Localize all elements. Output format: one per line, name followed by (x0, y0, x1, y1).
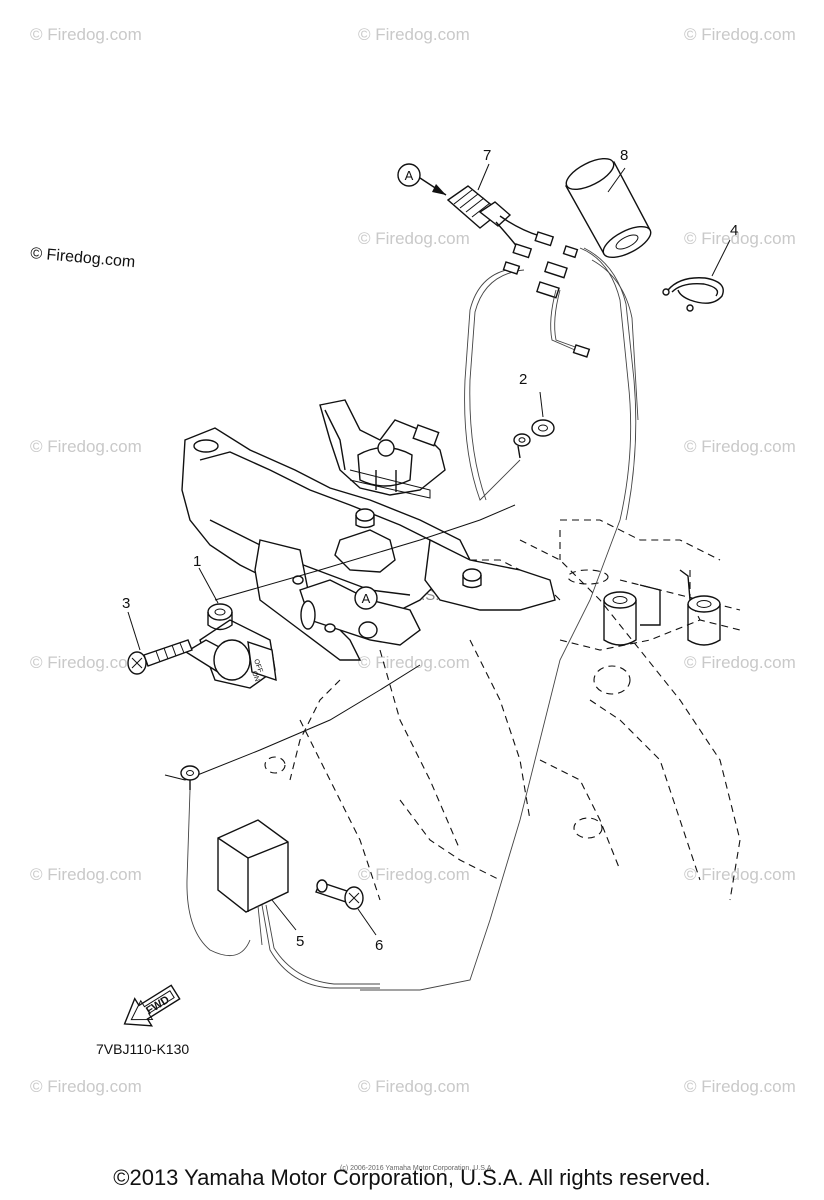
watermark: © Firedog.com (684, 229, 796, 248)
guide-line (164, 774, 186, 781)
reference-marker-mid: A (354, 586, 378, 610)
watermark: © Firedog.com (684, 437, 796, 456)
watermark: © Firedog.com (30, 865, 142, 884)
watermark: © Firedog.com (358, 1077, 470, 1096)
fwd-arrow: FWD (123, 984, 181, 1027)
leader-line (477, 163, 490, 191)
watermark: © Firedog.com (358, 229, 470, 248)
callout-6: 6 (375, 937, 383, 954)
part-4-cable-tie (662, 239, 731, 312)
reference-label: A (405, 168, 414, 183)
watermark: © Firedog.com (684, 25, 796, 44)
callout-8: 8 (620, 147, 628, 164)
callout-4: 4 (730, 222, 738, 239)
ring-terminal (513, 433, 531, 459)
watermark: © Firedog.com (30, 653, 142, 672)
watermark: © Firedog.com (30, 25, 142, 44)
small-print: (c) 2006-2016 Yamaha Motor Corporation, … (340, 1165, 493, 1172)
watermark: © Firedog.com (358, 25, 470, 44)
part-code: 7VBJ110-K130 (96, 1041, 190, 1057)
switch-off-label: OFF (252, 658, 263, 674)
reference-marker-top: A (397, 163, 447, 196)
engine-bosses (603, 569, 721, 646)
watermark: © Firedog.com (684, 1077, 796, 1096)
reference-label: A (362, 591, 371, 606)
watermark: © Firedog.com (358, 653, 470, 672)
ring-terminal (180, 765, 251, 957)
part-6-bolt (315, 879, 377, 936)
part-2-nut (531, 391, 555, 437)
callout-numbers: 1 2 3 4 5 6 7 8 (122, 147, 738, 954)
callout-7: 7 (483, 147, 491, 164)
engine-outline (264, 519, 741, 901)
wire-harness (360, 247, 639, 991)
watermark: © Firedog.com (684, 865, 796, 884)
watermark-dark: © Firedog.com (30, 245, 136, 271)
guide-line (184, 664, 421, 781)
watermark: © Firedog.com (684, 653, 796, 672)
part-8-tube (565, 157, 652, 259)
callout-5: 5 (296, 933, 304, 950)
callout-2: 2 (519, 371, 527, 388)
part-3-screw (127, 611, 193, 675)
part-5-module (217, 819, 380, 989)
watermark: © Firedog.com (30, 1077, 142, 1096)
switch-on-label: ON (250, 670, 260, 682)
callout-1: 1 (193, 553, 201, 570)
ground-wire (214, 504, 516, 601)
copyright-notice: ©2013 Yamaha Motor Corporation, U.S.A. A… (113, 1165, 711, 1190)
watermark: © Firedog.com (358, 865, 470, 884)
mount-bracket (181, 399, 556, 661)
callout-3: 3 (122, 595, 130, 612)
watermark: © Firedog.com (30, 437, 142, 456)
part-7-connector (446, 185, 591, 358)
part-1-switch: OFF ON (184, 567, 277, 689)
